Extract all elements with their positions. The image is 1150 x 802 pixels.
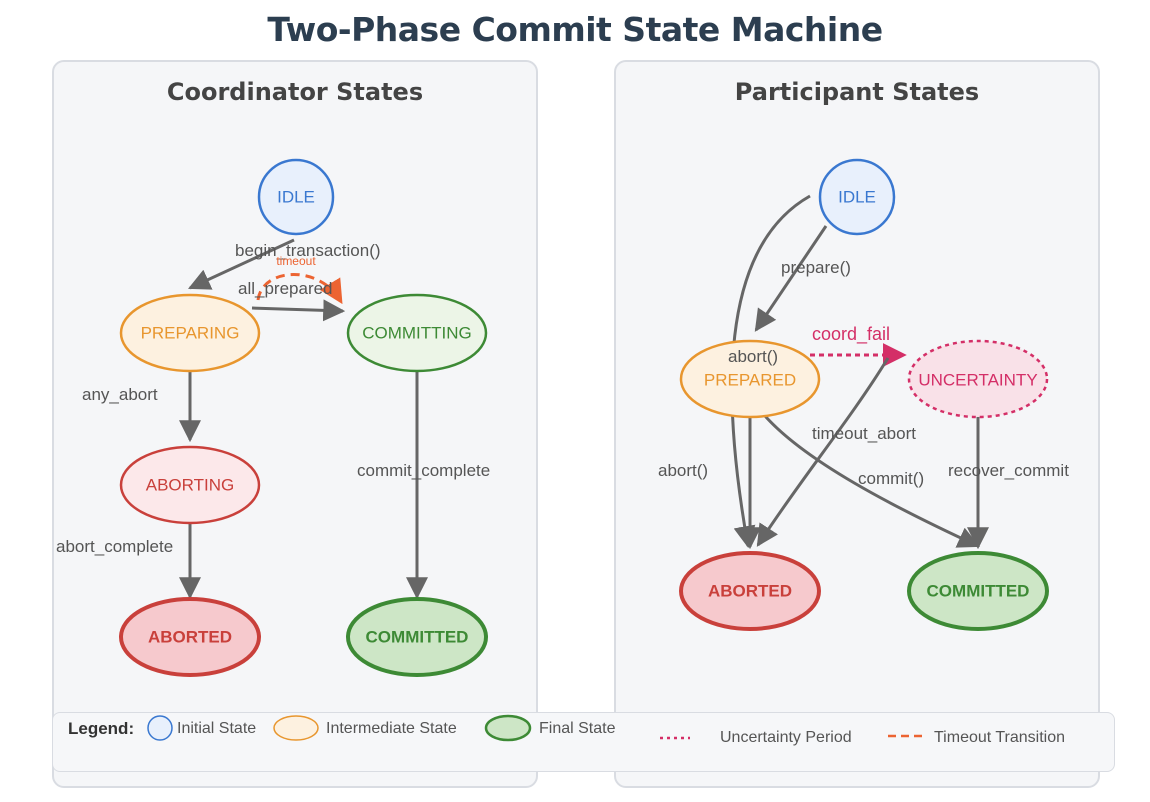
legend-heading: Legend: xyxy=(68,719,134,738)
part-state-aborted-label: ABORTED xyxy=(708,582,792,601)
coordinator-nodes: IDLE PREPARING COMMITTING ABORTING ABORT… xyxy=(119,158,488,677)
participant-panel-title: Participant States xyxy=(734,78,980,106)
coord-state-aborting: ABORTING xyxy=(119,445,261,525)
participant-nodes: IDLE PREPARED UNCERTAINTY ABORTED COMMIT… xyxy=(679,158,1049,631)
legend: Legend: Initial State Intermediate State… xyxy=(68,714,1065,746)
label-abort-top: abort() xyxy=(728,347,778,366)
label-prepare: prepare() xyxy=(781,258,851,277)
label-all-prepared: all_prepared xyxy=(238,279,333,298)
edge-begin-transaction xyxy=(188,238,295,290)
page-title: Two-Phase Commit State Machine xyxy=(267,10,883,49)
label-coord-fail: coord_fail xyxy=(812,324,890,345)
coord-state-aborted: ABORTED xyxy=(119,597,261,677)
label-any-abort: any_abort xyxy=(82,385,158,404)
coord-state-aborted-label: ABORTED xyxy=(148,628,232,647)
coordinator-edges xyxy=(179,238,428,600)
legend-initial-label: Initial State xyxy=(177,720,256,737)
coord-state-committing-label: COMMITTING xyxy=(362,324,472,343)
part-state-prepared-label: PREPARED xyxy=(704,371,796,390)
label-commit-complete: commit_complete xyxy=(357,461,490,480)
edge-abort-from-idle xyxy=(730,194,811,549)
edge-commit xyxy=(758,409,980,548)
legend-uncertainty-label: Uncertainty Period xyxy=(720,729,852,746)
part-state-committed: COMMITTED xyxy=(907,551,1049,631)
label-commit: commit() xyxy=(858,469,924,488)
coord-state-idle-label: IDLE xyxy=(277,188,315,207)
legend-timeout-label: Timeout Transition xyxy=(934,729,1065,746)
label-begin-transaction: begin_transaction() xyxy=(235,241,381,260)
coord-state-committed-label: COMMITTED xyxy=(366,628,469,647)
label-timeout: timeout xyxy=(276,254,316,268)
label-abort-complete: abort_complete xyxy=(56,537,173,556)
part-state-prepared: PREPARED xyxy=(679,339,821,419)
part-state-uncertainty-label: UNCERTAINTY xyxy=(918,371,1037,390)
legend-final-swatch xyxy=(484,714,532,742)
edge-timeout-abort xyxy=(756,357,890,547)
legend-intermediate-label: Intermediate State xyxy=(326,720,457,737)
coordinator-panel-title: Coordinator States xyxy=(166,78,424,106)
participant-edges xyxy=(730,194,989,550)
label-recover-commit: recover_commit xyxy=(948,461,1069,480)
coord-state-committing: COMMITTING xyxy=(346,293,488,373)
part-state-uncertainty: UNCERTAINTY xyxy=(907,339,1049,419)
coord-state-aborting-label: ABORTING xyxy=(146,476,234,495)
part-state-committed-label: COMMITTED xyxy=(927,582,1030,601)
edge-prepare xyxy=(754,225,828,332)
legend-final-label: Final State xyxy=(539,720,616,737)
part-state-aborted: ABORTED xyxy=(679,551,821,631)
coord-state-committed: COMMITTED xyxy=(346,597,488,677)
legend-intermediate-swatch xyxy=(273,715,319,741)
coord-state-preparing: PREPARING xyxy=(119,293,261,373)
legend-box xyxy=(52,712,1115,772)
participant-edge-labels: prepare() coord_fail abort() timeout_abo… xyxy=(658,258,1069,488)
coord-state-preparing-label: PREPARING xyxy=(141,324,240,343)
edge-timeout xyxy=(256,273,343,305)
part-state-idle-label: IDLE xyxy=(838,188,876,207)
coordinator-edge-labels: begin_transaction() timeout all_prepared… xyxy=(56,241,490,556)
label-timeout-abort: timeout_abort xyxy=(812,424,916,443)
legend-initial-swatch xyxy=(147,715,173,741)
coord-state-idle: IDLE xyxy=(257,158,335,236)
label-abort-left: abort() xyxy=(658,461,708,480)
edge-all-prepared xyxy=(251,299,346,322)
part-state-idle: IDLE xyxy=(818,158,896,236)
